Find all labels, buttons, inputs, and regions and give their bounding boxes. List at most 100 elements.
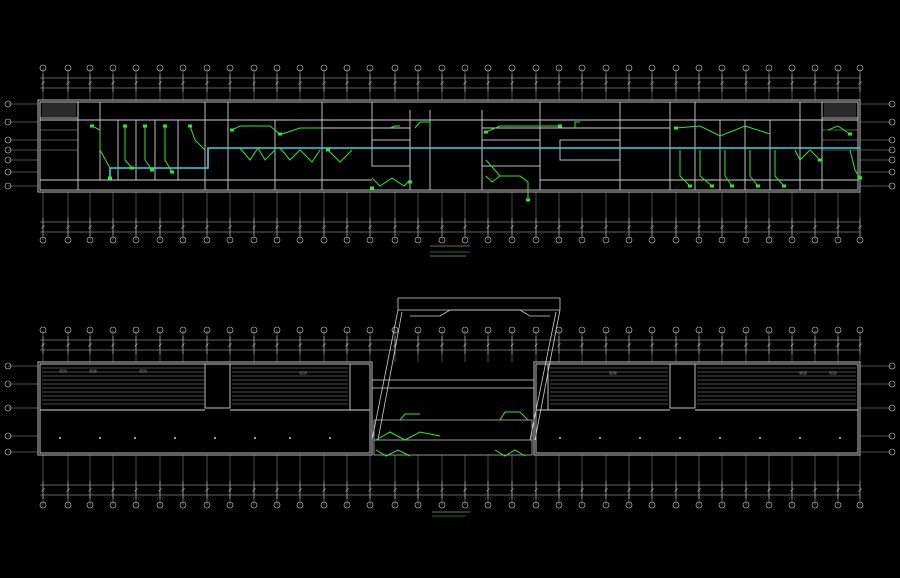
axis-bubble	[834, 64, 842, 72]
axis-bubble	[4, 118, 12, 126]
axis-bubble	[438, 501, 446, 509]
axis-bubble	[320, 236, 328, 244]
axis-bubble	[834, 326, 842, 334]
axis-bubble	[366, 501, 374, 509]
lower-right-wing-roof-stripes	[550, 367, 856, 405]
axis-bubble	[156, 236, 164, 244]
axis-bubble	[64, 236, 72, 244]
axis-bubble	[179, 236, 187, 244]
axis-bubble	[86, 64, 94, 72]
axis-bubble	[695, 501, 703, 509]
axis-bubble	[888, 146, 896, 154]
axis-bubble	[203, 326, 211, 334]
axis-bubble	[4, 156, 12, 164]
axis-bubble	[132, 236, 140, 244]
lower-right-axis-bubbles	[860, 362, 896, 456]
axis-bubble	[366, 236, 374, 244]
axis-bubble	[226, 236, 234, 244]
axis-bubble	[391, 501, 399, 509]
floor-mark	[759, 437, 761, 439]
upper-end-wall-hatch	[40, 129, 858, 151]
axis-bubble	[672, 501, 680, 509]
axis-bubble	[484, 236, 492, 244]
axis-bubble	[888, 182, 896, 190]
upper-floor-plan	[4, 64, 896, 257]
fixture-marker	[123, 124, 127, 128]
axis-bubble	[672, 64, 680, 72]
axis-bubble	[484, 64, 492, 72]
axis-bubble	[811, 326, 819, 334]
axis-bubble	[4, 362, 12, 370]
floor-mark	[679, 437, 681, 439]
lower-middle-hall	[373, 419, 533, 456]
axis-bubble	[672, 236, 680, 244]
axis-bubble	[625, 236, 633, 244]
axis-bubble	[39, 326, 47, 334]
axis-bubble	[742, 64, 750, 72]
axis-bubble	[602, 326, 610, 334]
label-box	[59, 369, 67, 373]
upper-top-dimension-chain	[40, 74, 862, 92]
axis-bubble	[366, 64, 374, 72]
axis-bubble	[226, 326, 234, 334]
floor-mark	[59, 437, 61, 439]
axis-bubble	[203, 236, 211, 244]
upper-plan-title	[430, 245, 470, 257]
fixture-marker	[710, 184, 714, 188]
axis-bubble	[508, 236, 516, 244]
upper-branch-pipes	[91, 121, 861, 200]
axis-bubble	[532, 326, 540, 334]
axis-bubble	[438, 326, 446, 334]
axis-bubble	[788, 236, 796, 244]
axis-bubble	[742, 236, 750, 244]
axis-bubble	[742, 326, 750, 334]
axis-bubble	[179, 501, 187, 509]
floor-mark	[99, 437, 101, 439]
axis-bubble	[834, 501, 842, 509]
axis-bubble	[343, 501, 351, 509]
fixture-marker	[730, 184, 734, 188]
axis-bubble	[718, 501, 726, 509]
fixture-marker	[674, 126, 678, 130]
axis-bubble	[414, 236, 422, 244]
axis-bubble	[718, 236, 726, 244]
axis-bubble	[296, 326, 304, 334]
fixture-marker	[163, 124, 167, 128]
axis-bubble	[532, 501, 540, 509]
axis-bubble	[203, 64, 211, 72]
axis-bubble	[765, 64, 773, 72]
label-box	[89, 369, 97, 373]
axis-bubble	[86, 236, 94, 244]
axis-bubble	[132, 64, 140, 72]
label-box	[799, 371, 807, 375]
axis-bubble	[532, 236, 540, 244]
fixture-marker	[150, 168, 154, 172]
axis-bubble	[273, 326, 281, 334]
fixture-marker	[170, 170, 174, 174]
axis-bubble	[888, 100, 896, 108]
axis-bubble	[555, 501, 563, 509]
fixture-marker	[484, 130, 488, 134]
fixture-marker	[326, 148, 330, 152]
upper-right-axis-bubbles	[860, 100, 896, 190]
fixture-marker	[143, 124, 147, 128]
axis-bubble	[391, 64, 399, 72]
axis-bubble	[156, 501, 164, 509]
upper-building-walls	[37, 99, 861, 193]
axis-bubble	[602, 64, 610, 72]
axis-bubble	[811, 236, 819, 244]
axis-bubble	[532, 64, 540, 72]
axis-bubble	[64, 64, 72, 72]
floor-mark	[799, 437, 801, 439]
upper-top-axis-bubbles	[39, 64, 864, 100]
axis-bubble	[39, 236, 47, 244]
floor-mark	[134, 437, 136, 439]
axis-bubble	[888, 380, 896, 388]
axis-bubble	[391, 236, 399, 244]
fixture-marker	[818, 158, 822, 162]
axis-bubble	[4, 136, 12, 144]
axis-bubble	[4, 146, 12, 154]
axis-bubble	[4, 432, 12, 440]
axis-bubble	[179, 64, 187, 72]
axis-bubble	[273, 501, 281, 509]
